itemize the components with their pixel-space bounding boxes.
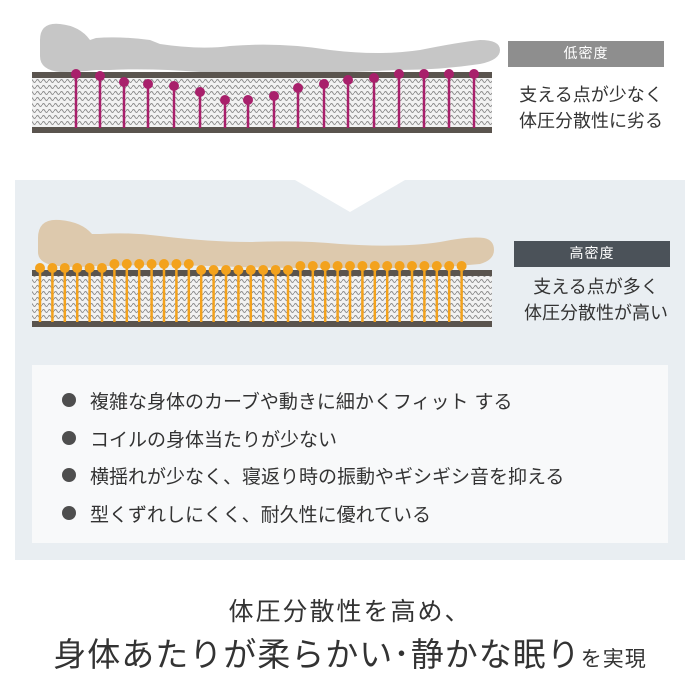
support-point-high [183,259,194,269]
feature-text: コイルの身体当たりが少ない [90,428,338,451]
support-point-low [293,83,303,93]
support-point-high [258,265,269,275]
support-point-high [97,263,107,273]
support-point-high [283,265,293,275]
support-point-low [243,95,253,105]
bullet-icon [62,468,76,482]
support-point-low [444,69,454,79]
low-density-mattress-illustration [32,23,500,133]
feature-text: 複雑な身体のカーブや動きに細かくフィット する [90,390,513,413]
support-point-high [146,259,157,269]
high-density-description: 支える点が多く 体圧分散性が高い [505,275,687,327]
support-point-high [35,263,45,273]
support-point-low [394,69,404,79]
support-point-high [84,263,95,273]
low-density-desc-line1: 支える点が少なく [519,85,663,106]
caption-main: 身体あたりが柔らかい･静かな眠り [53,635,581,674]
support-point-high [159,259,169,269]
feature-text: 横揺れが少なく、寝返り時の振動やギシギシ音を抑える [90,465,565,488]
support-point-high [196,265,207,275]
feature-text: 型くずれしにくく、耐久性に優れている [90,503,432,526]
bullet-icon [62,431,76,445]
support-point-high [357,261,368,271]
support-point-high [332,261,343,271]
support-point-high [233,265,244,275]
support-point-high [407,261,417,271]
support-point-high [382,261,393,271]
caption-line1: 体圧分散性を高め、 [228,597,472,626]
support-point-low [119,77,129,87]
body-silhouette-high [38,219,494,268]
body-silhouette-low [40,23,500,76]
support-point-high [431,261,442,271]
support-point-low [419,69,429,79]
support-point-high [109,259,120,269]
support-point-high [208,265,219,275]
support-point-low [195,87,205,97]
support-point-high [320,261,331,271]
support-point-high [270,265,281,275]
support-point-high [456,261,467,271]
support-point-high [221,265,231,275]
high-density-label: 高密度 [514,241,670,267]
support-point-high [419,261,430,271]
support-point-high [171,259,182,269]
support-point-low [71,69,81,79]
support-point-high [394,261,405,271]
support-point-high [345,261,355,271]
support-point-high [59,263,70,273]
notch-divider [295,180,405,212]
support-point-low [319,79,329,89]
support-point-high [245,265,256,275]
low-density-desc-line2: 体圧分散性に劣る [519,111,663,132]
support-point-high [134,259,145,269]
support-point-high [72,263,83,273]
low-density-label: 低密度 [508,41,664,67]
support-point-low [469,69,479,79]
support-point-high [444,261,455,271]
support-point-high [121,259,132,269]
caption-line2: 身体あたりが柔らかい･静かな眠りを実現 [0,628,700,676]
feature-item: コイルの身体当たりが少ない [62,421,337,455]
feature-item: 複雑な身体のカーブや動きに細かくフィット する [62,383,513,417]
feature-item: 横揺れが少なく、寝返り時の振動やギシギシ音を抑える [62,458,564,492]
support-point-low [169,81,179,91]
support-point-low [143,79,153,89]
support-point-low [220,95,230,105]
support-point-low [343,75,353,85]
support-point-low [369,73,379,83]
features-panel [32,365,668,543]
feature-item: 型くずれしにくく、耐久性に優れている [62,496,431,530]
caption-suffix: を実現 [580,647,647,671]
support-point-low [269,91,279,101]
support-point-high [47,263,58,273]
high-density-mattress-illustration [32,219,494,327]
high-density-desc-line1: 支える点が多く [533,277,659,298]
support-point-high [369,261,380,271]
bullet-icon [62,393,76,407]
support-point-low [95,71,105,81]
high-density-desc-line2: 体圧分散性が高い [524,303,668,324]
support-point-high [307,261,318,271]
support-point-high [295,261,306,271]
low-density-description: 支える点が少なく 体圧分散性に劣る [500,83,682,135]
bullet-icon [62,506,76,520]
